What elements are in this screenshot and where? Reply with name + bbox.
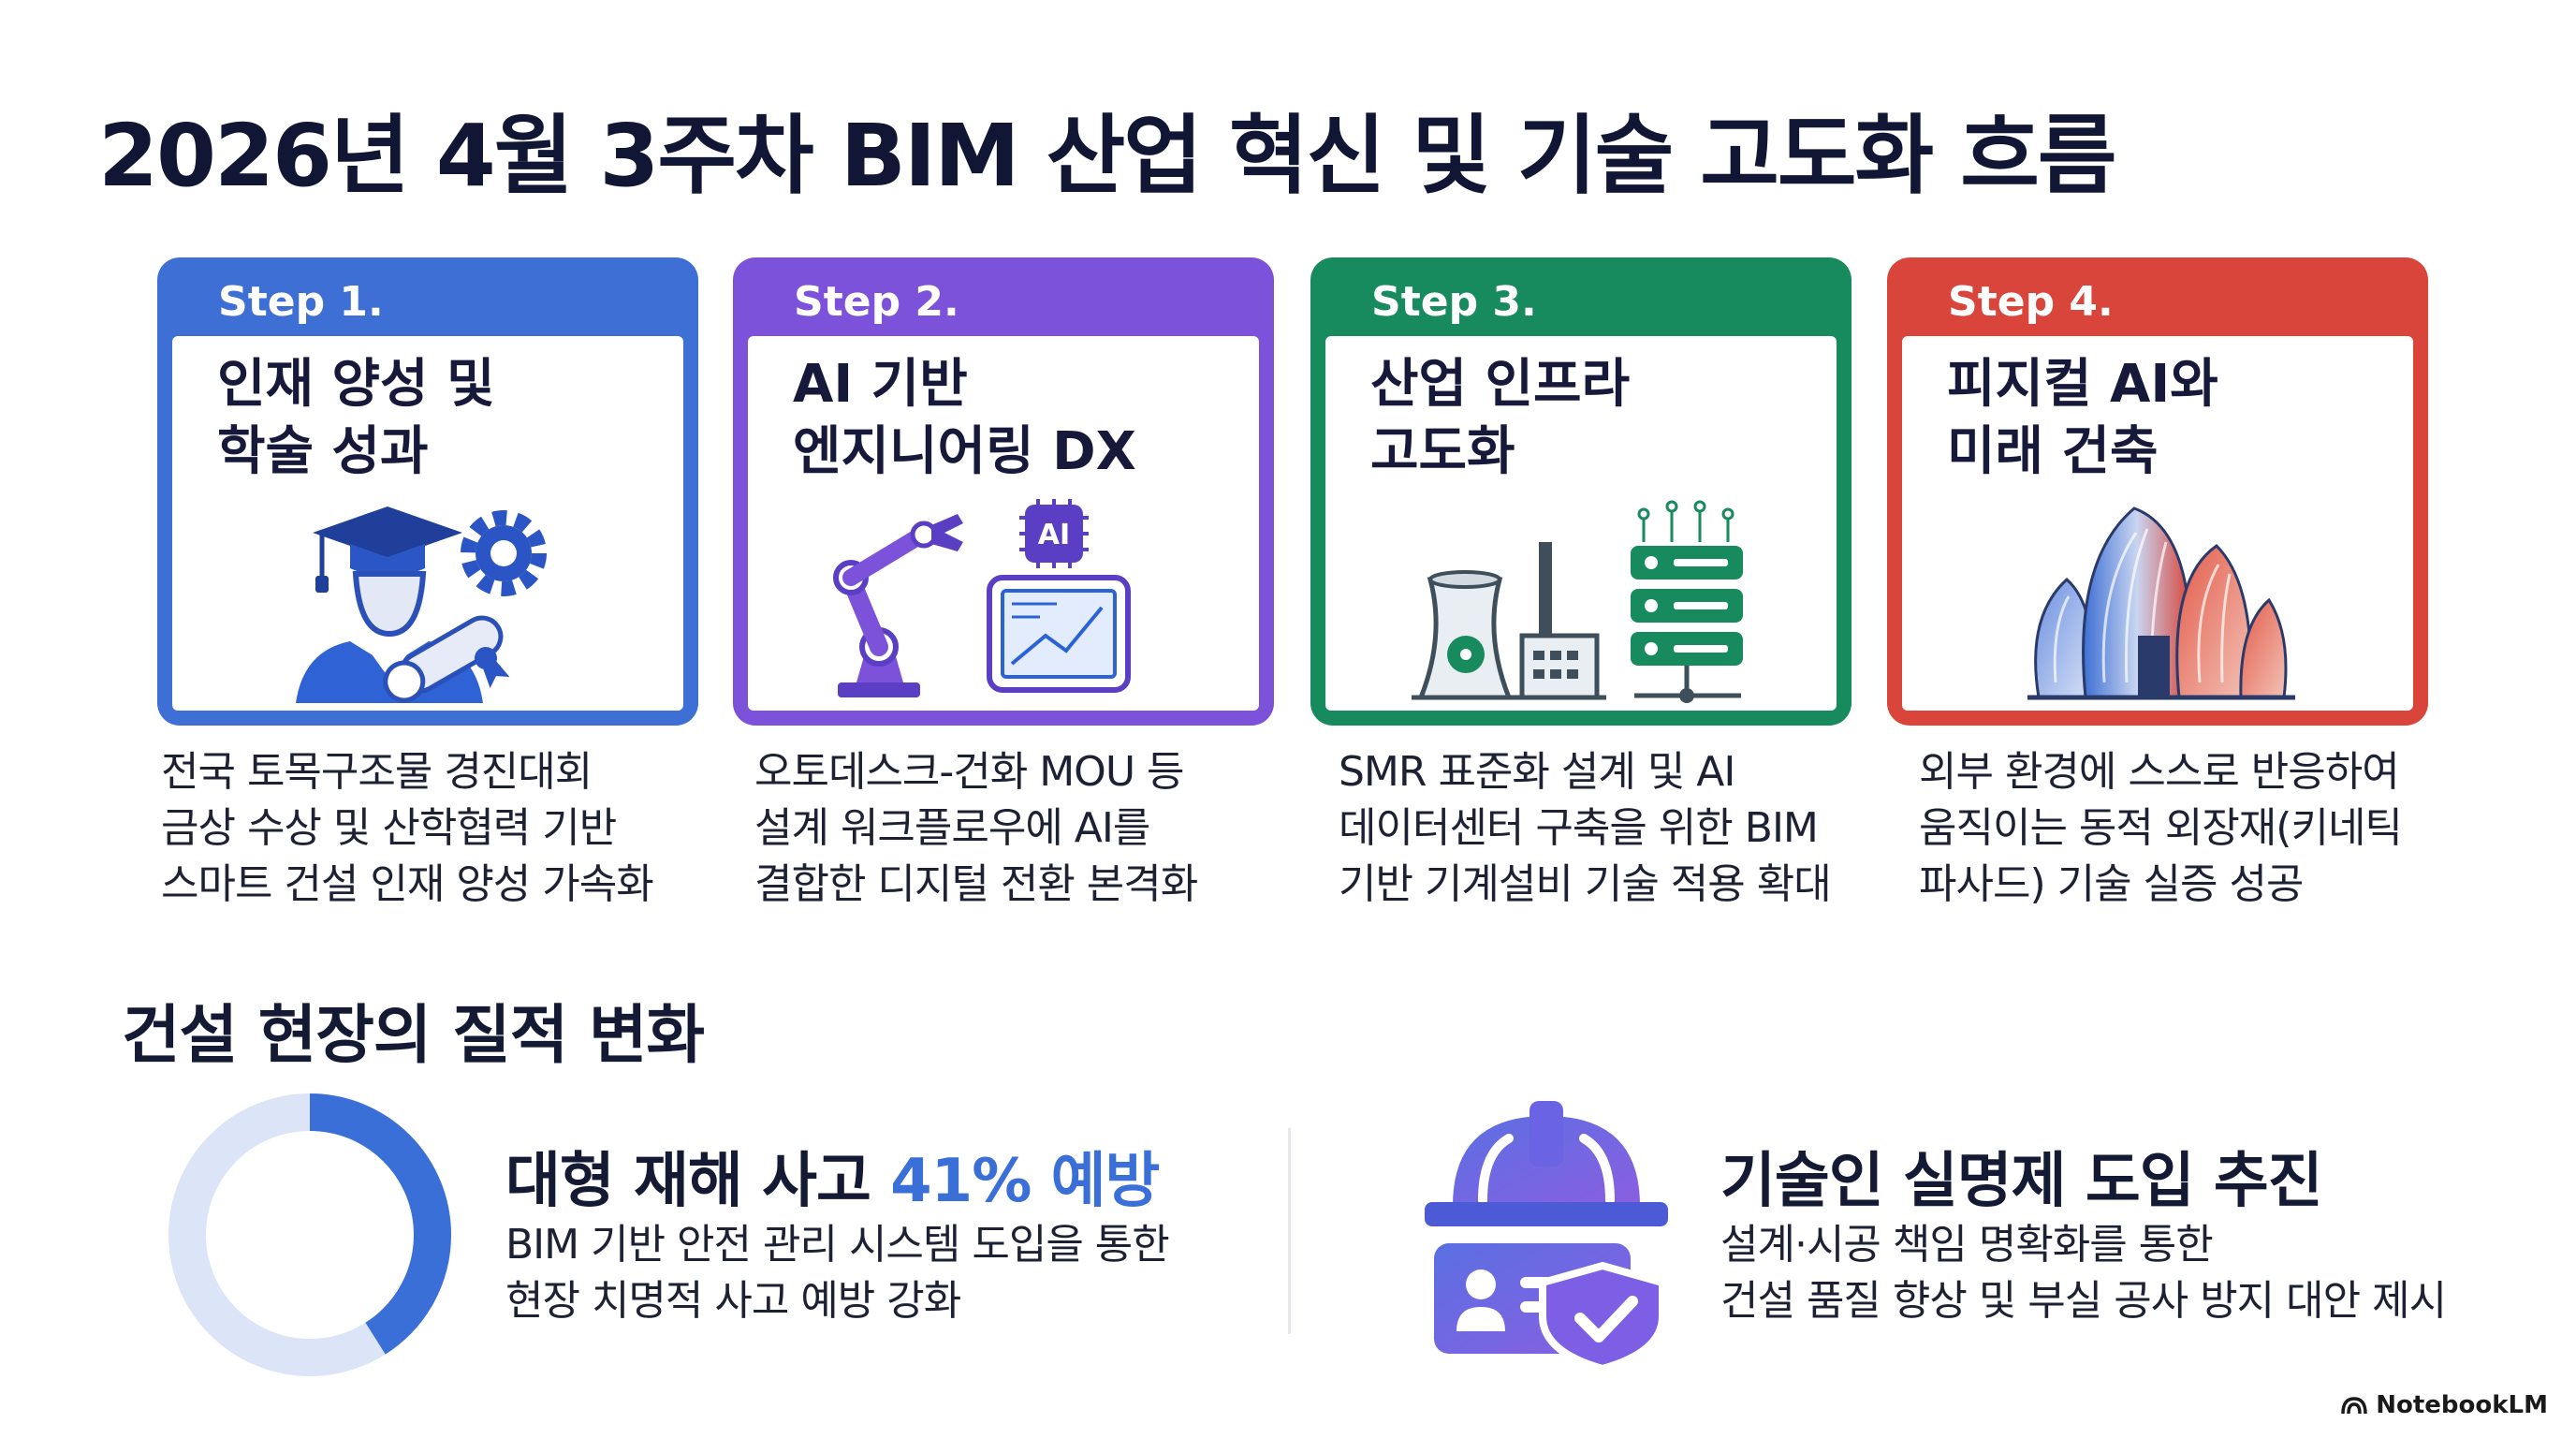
accident-prevention-description: BIM 기반 안전 관리 시스템 도입을 통한 현장 치명적 사고 예방 강화 <box>505 1221 1170 1325</box>
graduate-gear-diploma-icon <box>296 506 547 703</box>
kinetic-facade-building-icon <box>2027 506 2295 700</box>
step-description-3: SMR 표준화 설계 및 AI 데이터센터 구축을 위한 BIM 기반 기계설비… <box>1339 748 1832 908</box>
step-label: Step 1. <box>218 278 384 326</box>
power-plant-server-icon <box>1412 500 1743 703</box>
donut-progress-arc <box>168 1093 451 1376</box>
step-card-body: AI 기반 엔지니어링 DX <box>748 336 1259 711</box>
section-divider <box>1288 1128 1291 1334</box>
step-heading: AI 기반 엔지니어링 DX <box>793 354 1136 482</box>
chip-label: AI <box>1038 519 1070 551</box>
step-card-body: 인재 양성 및 학술 성과 <box>172 336 683 711</box>
step-card-body: 피지컬 AI와 미래 건축 <box>1902 336 2413 711</box>
hardhat-id-shield-icon <box>1425 1101 1668 1369</box>
tech-realname-headline: 기술인 실명제 도입 추진 <box>1720 1147 2323 1216</box>
accident-prevention-headline: 대형 재해 사고 41% 예방 <box>505 1147 1160 1216</box>
step-description-2: 오토데스크-건화 MOU 등 설계 워크플로우에 AI를 결합한 디지털 전환 … <box>754 748 1198 908</box>
step-label: Step 4. <box>1948 278 2114 326</box>
accident-prevention-donut <box>168 1093 451 1376</box>
step-description-1: 전국 토목구조물 경진대회 금상 수상 및 산학협력 기반 스마트 건설 인재 … <box>161 748 654 908</box>
step-heading: 인재 양성 및 학술 성과 <box>217 354 495 482</box>
section-title: 건설 현장의 질적 변화 <box>122 999 705 1073</box>
step-heading: 산업 인프라 고도화 <box>1370 354 1631 482</box>
notebooklm-logo-icon <box>2341 1397 2367 1415</box>
step-card-1: Step 1. 인재 양성 및 학술 성과 <box>157 257 698 726</box>
step-label: Step 2. <box>794 278 959 326</box>
page-title: 2026년 4월 3주차 BIM 산업 혁신 및 기술 고도화 흐름 <box>98 106 2116 206</box>
step-card-body: 산업 인프라 고도화 <box>1325 336 1837 711</box>
step-card-2: Step 2. AI 기반 엔지니어링 DX <box>733 257 1274 726</box>
step-label: Step 3. <box>1371 278 1537 326</box>
brand-watermark: NotebookLM <box>2340 1391 2548 1419</box>
robot-arm-ai-chip-icon: AI <box>833 499 1131 697</box>
step-description-4: 외부 환경에 스스로 반응하여 움직이는 동적 외장재(키네틱 파사드) 기술 … <box>1919 748 2403 908</box>
tech-realname-description: 설계·시공 책임 명확화를 통한 건설 품질 향상 및 부실 공사 방지 대안 … <box>1720 1221 2447 1325</box>
step-heading: 피지컬 AI와 미래 건축 <box>1947 354 2218 482</box>
step-card-3: Step 3. 산업 인프라 고도화 <box>1310 257 1852 726</box>
step-card-4: Step 4. 피지컬 AI와 미래 건축 <box>1887 257 2428 726</box>
